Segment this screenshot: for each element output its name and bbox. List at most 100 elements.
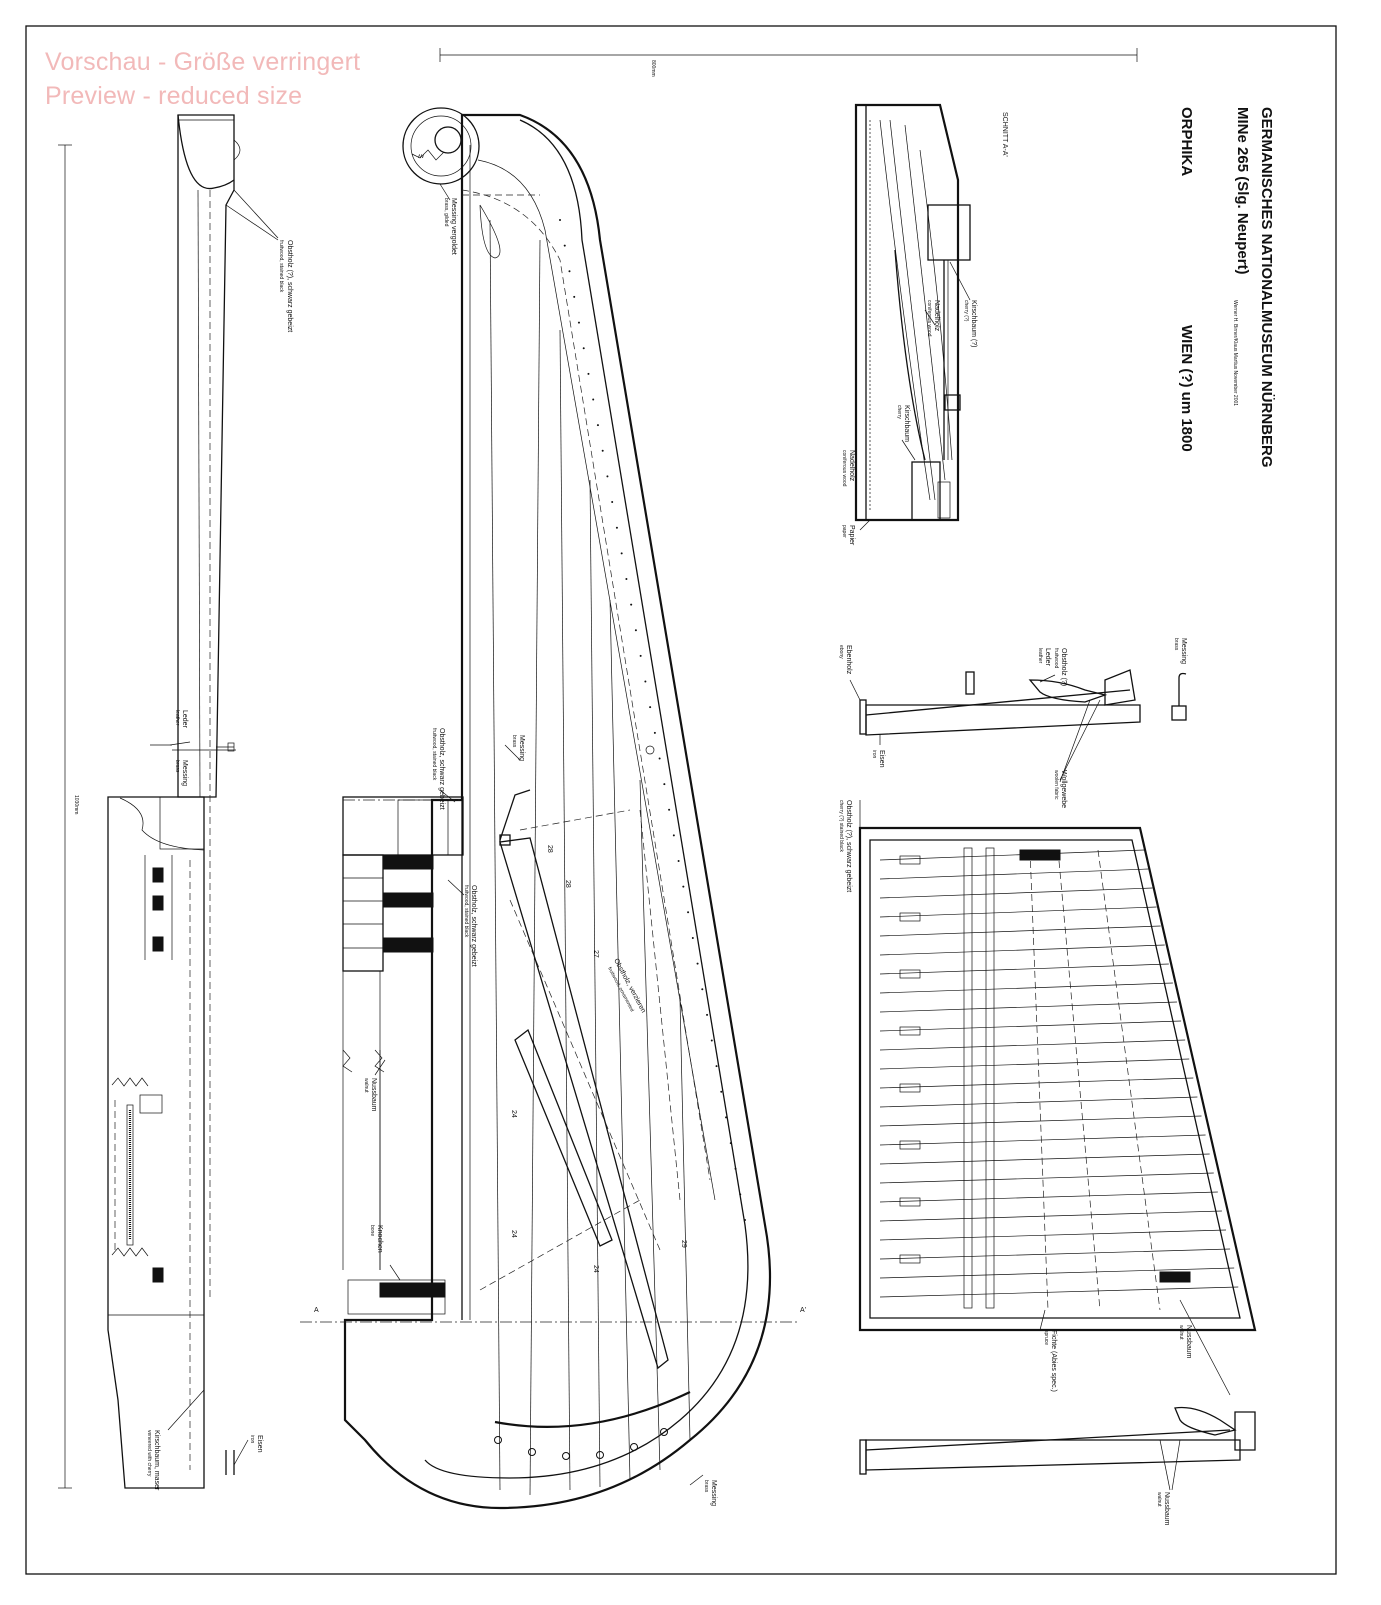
sec-nadel2-label: Nadelholz bbox=[848, 450, 855, 482]
watermark-line-2: Preview - reduced size bbox=[45, 82, 303, 110]
tuning-pin bbox=[611, 501, 614, 504]
tuning-pin bbox=[729, 1142, 732, 1145]
tuning-pin bbox=[649, 706, 652, 709]
section-marker-a: A bbox=[314, 1307, 319, 1314]
key-lever bbox=[879, 1058, 1190, 1070]
hitch-hole bbox=[528, 1448, 536, 1456]
section-title: SCHNITT A-A' bbox=[1001, 112, 1008, 157]
sec-nadel1-label: Nadelholz bbox=[933, 300, 940, 332]
key-lever bbox=[879, 1001, 1177, 1013]
string-number-27: 27 bbox=[592, 950, 599, 958]
act-eisen-sub: iron bbox=[871, 750, 877, 759]
title-museum: GERMANISCHES NATIONALMUSEUM NÜRNBERG bbox=[1258, 107, 1275, 468]
tuning-pin bbox=[701, 988, 704, 991]
plan-obst-black-sub: fruitwood, stained black bbox=[431, 728, 437, 781]
section-view: SCHNITT A-A' Kirschbaum (?) cherry (?) N… bbox=[841, 103, 1008, 546]
key-end bbox=[899, 912, 921, 922]
key-lever bbox=[879, 925, 1161, 937]
title-origin: WIEN (?) um 1800 bbox=[1178, 325, 1195, 452]
tuning-pin bbox=[668, 808, 671, 811]
tuning-pin bbox=[625, 577, 628, 580]
key-lever bbox=[879, 1210, 1222, 1222]
tuning-pin bbox=[672, 834, 675, 837]
key-end bbox=[899, 855, 921, 865]
key-lever bbox=[879, 1172, 1214, 1184]
tuning-pin bbox=[577, 321, 580, 324]
sec-kirsch1-label: Kirschbaum (?) bbox=[970, 300, 977, 347]
side-messing-sub: brass bbox=[174, 760, 180, 773]
tuning-pin bbox=[744, 1219, 746, 1221]
tuning-pin bbox=[596, 424, 599, 427]
plan-messing-mid-label: Messing bbox=[518, 735, 525, 761]
sec-kirsch2-sub: cherry bbox=[896, 405, 902, 419]
sec-papier-label: Papier bbox=[848, 525, 855, 546]
plan-obst-black-label: Obstholz, schwarz gebeizt bbox=[438, 728, 445, 810]
tuning-pin bbox=[663, 783, 666, 786]
tuning-pin bbox=[639, 654, 642, 657]
tuning-pin bbox=[720, 1090, 723, 1093]
sec-nadel1-sub: coniferous wood bbox=[926, 300, 932, 337]
kb-nussbaum-sub: walnut bbox=[1178, 1325, 1184, 1340]
tuning-pin bbox=[601, 449, 604, 452]
key-end bbox=[899, 1083, 921, 1093]
act-eisen-label: Eisen bbox=[878, 750, 885, 768]
dimension-left: 1030mm bbox=[58, 144, 79, 1489]
key-lever bbox=[879, 1115, 1202, 1127]
act2-nussbaum-label: Nussbaum bbox=[1163, 1492, 1170, 1526]
plan-messing-mid-sub: brass bbox=[511, 735, 517, 748]
title-instrument: ORPHIKA bbox=[1178, 107, 1195, 176]
key-levers bbox=[879, 849, 1239, 1298]
tuning-pin bbox=[696, 962, 699, 965]
tuning-pin bbox=[615, 526, 618, 529]
tuning-pin bbox=[715, 1065, 718, 1068]
side-kirsch-sub: veneered with cherry bbox=[146, 1430, 152, 1477]
plan-messing-bottom-sub: brass bbox=[703, 1480, 709, 1493]
key-lever bbox=[879, 1153, 1210, 1165]
key-lever bbox=[879, 982, 1173, 994]
tuning-pin bbox=[677, 860, 680, 863]
key-lever bbox=[879, 1077, 1194, 1089]
key-end bbox=[899, 1197, 921, 1207]
tuning-pin bbox=[739, 1193, 742, 1196]
key-lever bbox=[879, 887, 1153, 899]
side-kirsch-label: Kirschbaum, maser bbox=[153, 1430, 160, 1491]
string-number-28a: 28 bbox=[546, 845, 553, 853]
kb-obst-sub: cherry (?) stained black bbox=[838, 800, 844, 852]
key-lever bbox=[879, 868, 1149, 880]
act-obst-sub: fruitwood bbox=[1053, 648, 1059, 669]
side-leder-label: Leder bbox=[181, 710, 188, 729]
plan-knochen-sub: bone bbox=[369, 1225, 375, 1236]
title-inventory: MINe 265 (Slg. Neupert) bbox=[1234, 107, 1251, 275]
act-ebenholz-label: Ebenholz bbox=[845, 645, 852, 675]
tuning-pin bbox=[653, 731, 656, 734]
keyboard-plan: Obstholz (?), schwarz gebeizt cherry (?)… bbox=[838, 800, 1257, 1396]
string-number-24a: 24 bbox=[510, 1110, 517, 1118]
watermark-line-1: Vorschau - Größe verringert bbox=[45, 48, 361, 76]
dimension-left-label: 1030mm bbox=[73, 795, 79, 814]
act-ebenholz-sub: ebony bbox=[838, 645, 844, 659]
act2-nussbaum-sub: walnut bbox=[1156, 1492, 1162, 1507]
key-end bbox=[899, 1254, 921, 1264]
kb-nussbaum-label: Nussbaum bbox=[1185, 1325, 1192, 1359]
key-lever bbox=[879, 1229, 1227, 1241]
act-leder-sub: leather bbox=[1037, 648, 1043, 664]
action-detail: Messing brass Obstholz (?) fruitwood Led… bbox=[838, 638, 1187, 808]
string-number-24c: 24 bbox=[592, 1265, 599, 1273]
plan-view: ꟿ Messing vergoldet brass, gilded 28 28 … bbox=[300, 107, 806, 1510]
kb-fichte-label: Fichte (Abies spec.) bbox=[1050, 1330, 1057, 1392]
key-lever bbox=[879, 1286, 1239, 1298]
sec-kirsch1-sub: cherry (?) bbox=[963, 300, 969, 322]
act-wolle-sub: woolen fabric bbox=[1053, 770, 1059, 800]
tuning-pin bbox=[706, 1013, 709, 1016]
plan-knochen-label: Knochen bbox=[376, 1225, 383, 1253]
tuning-pin bbox=[620, 552, 623, 555]
plan-nussbaum-label: Nussbaum bbox=[370, 1078, 377, 1112]
side-eisen-label: Eisen bbox=[256, 1435, 263, 1453]
tuning-pin bbox=[563, 244, 566, 247]
tuning-pin bbox=[606, 475, 609, 478]
key-lever bbox=[879, 963, 1169, 975]
key-lever bbox=[879, 1039, 1186, 1051]
tuning-pin bbox=[691, 936, 694, 939]
key-lever bbox=[879, 906, 1157, 918]
